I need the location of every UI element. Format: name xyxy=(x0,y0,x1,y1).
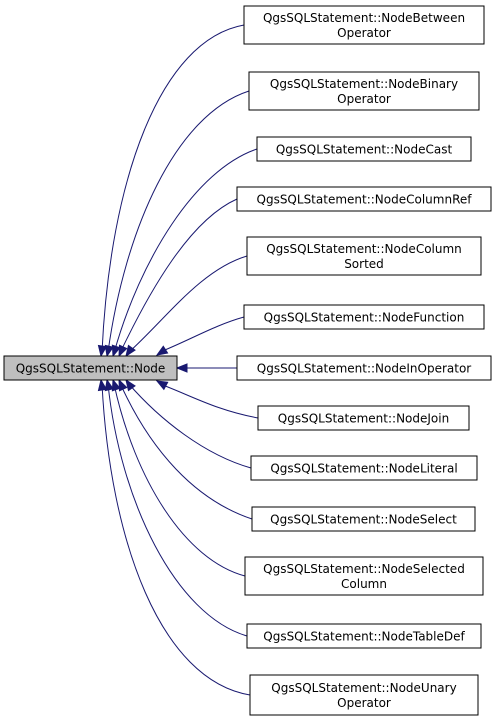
node-selected-column[interactable]: QgsSQLStatement::NodeSelected Column xyxy=(244,556,484,596)
edges xyxy=(97,24,259,696)
node-in-operator[interactable]: QgsSQLStatement::NodeInOperator xyxy=(236,355,492,381)
node-column-ref[interactable]: QgsSQLStatement::NodeColumnRef xyxy=(236,186,492,212)
edge-line-3 xyxy=(113,148,258,354)
edge-line-13 xyxy=(101,383,251,696)
node-unary-operator[interactable]: QgsSQLStatement::NodeUnary Operator xyxy=(249,674,479,716)
node-label-line-1: QgsSQLStatement::NodeUnary xyxy=(271,681,456,695)
edge-line-6 xyxy=(159,316,245,353)
node-label-line-1: QgsSQLStatement::NodeBetween xyxy=(263,11,465,25)
edge-arrowhead-12 xyxy=(104,378,114,392)
node-label-line-1: QgsSQLStatement::NodeCast xyxy=(276,143,453,157)
node-label-line-1: QgsSQLStatement::NodeJoin xyxy=(278,412,449,426)
node-label-line-2: Operator xyxy=(337,696,391,710)
node-label-line-1: QgsSQLStatement::NodeSelect xyxy=(270,513,457,527)
edge-arrowhead-2 xyxy=(104,344,114,358)
node-binary-operator[interactable]: QgsSQLStatement::NodeBinary Operator xyxy=(248,71,480,111)
edge-line-5 xyxy=(127,255,248,354)
edge-arrowhead-1 xyxy=(97,344,108,358)
edge-line-12 xyxy=(107,383,248,637)
edge-line-10 xyxy=(119,382,253,520)
edge-arrowhead-13 xyxy=(97,378,108,392)
node-label-line-1: QgsSQLStatement::NodeTableDef xyxy=(263,630,465,644)
edge-line-1 xyxy=(101,24,245,353)
edge-arrowhead-5 xyxy=(125,344,136,358)
edge-arrowhead-7 xyxy=(175,363,188,373)
node-cast[interactable]: QgsSQLStatement::NodeCast xyxy=(256,136,472,162)
node-label-line-1: QgsSQLStatement::NodeLiteral xyxy=(270,462,457,476)
edge-line-8 xyxy=(159,383,259,419)
node-label-line-2: Operator xyxy=(337,26,391,40)
edge-line-9 xyxy=(127,382,252,469)
node-function[interactable]: QgsSQLStatement::NodeFunction xyxy=(243,304,485,330)
node-label-line-2: Sorted xyxy=(344,257,384,271)
node-between-operator[interactable]: QgsSQLStatement::NodeBetween Operator xyxy=(243,5,485,45)
edge-line-11 xyxy=(113,383,246,577)
node-label-line-1: QgsSQLStatement::NodeColumn xyxy=(266,242,462,256)
edge-arrowhead-6 xyxy=(155,345,169,356)
edge-line-4 xyxy=(119,198,238,354)
edge-arrowhead-9 xyxy=(125,378,136,392)
node-label-line-2: Column xyxy=(341,577,387,591)
edge-arrowhead-8 xyxy=(155,380,169,391)
node-label-line-1: QgsSQLStatement::NodeColumnRef xyxy=(257,193,473,207)
edge-arrowhead-4 xyxy=(118,344,128,358)
node-select[interactable]: QgsSQLStatement::NodeSelect xyxy=(251,506,476,532)
node-table-def[interactable]: QgsSQLStatement::NodeTableDef xyxy=(246,623,482,649)
edge-arrowhead-3 xyxy=(111,344,121,358)
node-base-label-line-1: QgsSQLStatement::Node xyxy=(16,362,166,376)
node-join[interactable]: QgsSQLStatement::NodeJoin xyxy=(257,405,470,431)
edge-line-2 xyxy=(107,90,250,353)
edge-arrowhead-11 xyxy=(111,378,121,392)
node-label-line-1: QgsSQLStatement::NodeSelected xyxy=(263,562,465,576)
node-base[interactable]: QgsSQLStatement::Node xyxy=(3,355,178,381)
node-column-sorted[interactable]: QgsSQLStatement::NodeColumn Sorted xyxy=(246,236,482,276)
node-label-line-1: QgsSQLStatement::NodeInOperator xyxy=(257,362,472,376)
node-label-line-1: QgsSQLStatement::NodeFunction xyxy=(264,311,465,325)
node-label-line-2: Operator xyxy=(337,92,391,106)
edge-arrowhead-10 xyxy=(118,378,128,392)
node-label-line-1: QgsSQLStatement::NodeBinary xyxy=(270,77,458,91)
node-literal[interactable]: QgsSQLStatement::NodeLiteral xyxy=(250,455,478,481)
